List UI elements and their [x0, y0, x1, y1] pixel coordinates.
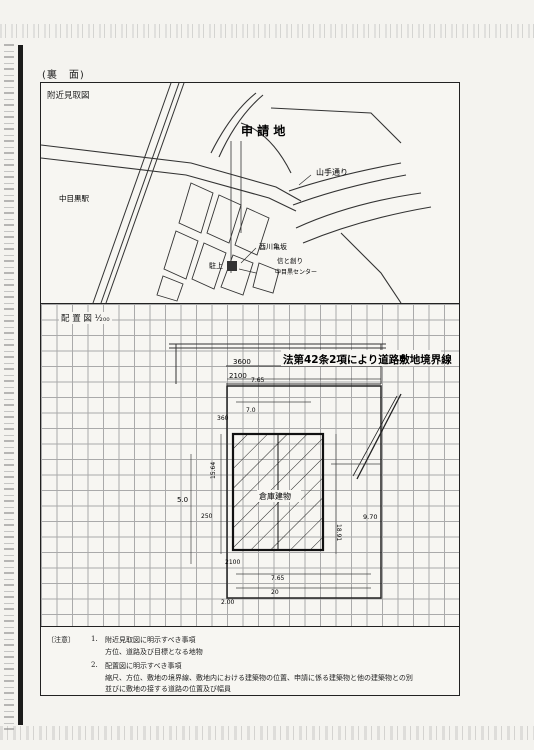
dim-2-00: 2.00 — [221, 599, 235, 606]
dim-7-0: 7.0 — [246, 407, 256, 414]
dim-360: 360 — [217, 415, 229, 422]
dim-5-0: 5.0 — [177, 496, 188, 504]
form-sheet: 附近見取図 — [40, 82, 460, 696]
dim-2100-bot: 2100 — [225, 559, 240, 566]
street-label: 山手通り — [316, 167, 348, 177]
site-layout-section: 配 置 図 ¹⁄₂₀₀ — [41, 304, 459, 627]
note-2-body: 縮尺、方位、敷地の境界線、敷地内における建築物の位置、申請に係る建築物と他の建築… — [105, 674, 413, 682]
page-header: (裏 面) — [42, 70, 85, 81]
center-label-1: 信と創り — [277, 256, 303, 265]
dim-3600: 3600 — [233, 358, 251, 366]
dim-9-70: 9.70 — [363, 513, 377, 521]
binding-bar — [18, 45, 23, 725]
vicinity-map-section: 附近見取図 — [41, 83, 459, 304]
layout-title: 配 置 図 ¹⁄₂₀₀ — [59, 312, 112, 324]
vicinity-map-title: 附近見取図 — [47, 91, 90, 101]
notes-section: 〔注意〕 1. 附近見取図に明示すべき事項 方位、道路及び目標となる地物 2. … — [41, 627, 459, 695]
dim-18-91: 18.91 — [335, 524, 342, 541]
left-mark-label: 駐上 — [209, 261, 223, 270]
note-1-body: 方位、道路及び目標となる地物 — [105, 648, 203, 656]
shrine-label: 酉川亀坂 — [259, 242, 287, 251]
dim-2100-top: 2100 — [229, 372, 247, 380]
station-label: 中目黒駅 — [59, 193, 89, 203]
dim-7-65-top: 7.65 — [251, 377, 265, 384]
scan-noise-bottom — [0, 726, 534, 740]
road-boundary-note: 法第42条2項により道路敷地境界線 — [283, 353, 452, 366]
dim-7-65-bot: 7.65 — [271, 575, 285, 582]
dim-15-64: 15.64 — [210, 462, 217, 479]
note-2-body2: 並びに敷地の接する道路の位置及び幅員 — [105, 685, 231, 693]
site-label: 申 請 地 — [241, 123, 285, 138]
building-label: 倉庫建物 — [259, 491, 291, 501]
scan-noise-top — [0, 24, 534, 38]
note-1-num: 1. — [91, 635, 98, 643]
notes-tag: 〔注意〕 — [47, 636, 75, 644]
layout-drawing: 法第42条2項により道路敷地境界線 3600 2100 7.65 360 7.0… — [169, 343, 452, 606]
dim-20: 20 — [271, 589, 279, 596]
center-label-2: 中目黒センター — [275, 268, 317, 276]
note-2-title: 配置図に明示すべき事項 — [105, 662, 182, 670]
vicinity-map-drawing: 申 請 地 山手通り 中目黒駅 酉川亀坂 信と創り 中目黒センター 駐上 — [41, 83, 432, 303]
note-1-title: 附近見取図に明示すべき事項 — [105, 636, 196, 644]
note-2-num: 2. — [91, 661, 98, 669]
dim-250: 250 — [201, 513, 213, 520]
scan-noise-left — [4, 40, 14, 730]
